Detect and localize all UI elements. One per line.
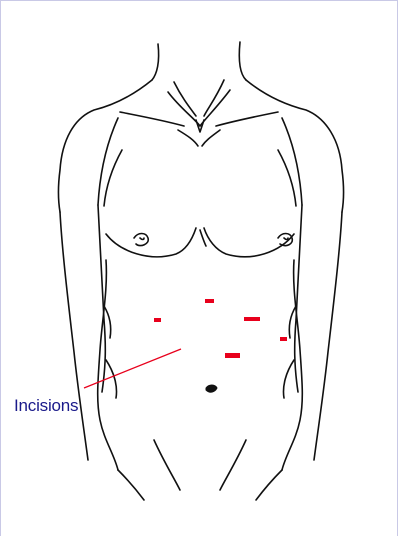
left-arm-outer [60,212,88,460]
right-shoulder-outline [246,80,344,212]
right-clavicle [216,112,278,126]
left-torso-side [98,260,118,470]
left-clavicle [120,112,184,126]
incision-mark [225,353,240,358]
incision-mark [154,318,161,322]
right-arm-outer [314,212,342,460]
right-torso-side [282,260,302,470]
left-shoulder-outline [59,80,153,212]
neck-right-outline [239,42,246,80]
incision-mark [244,317,260,321]
neck-left-outline [152,44,159,80]
incision-mark [205,299,214,303]
left-pectoral [106,228,196,257]
right-pectoral [204,228,294,257]
incisions-label: Incisions [14,396,78,416]
incision-mark [280,337,287,341]
navel [206,385,217,392]
